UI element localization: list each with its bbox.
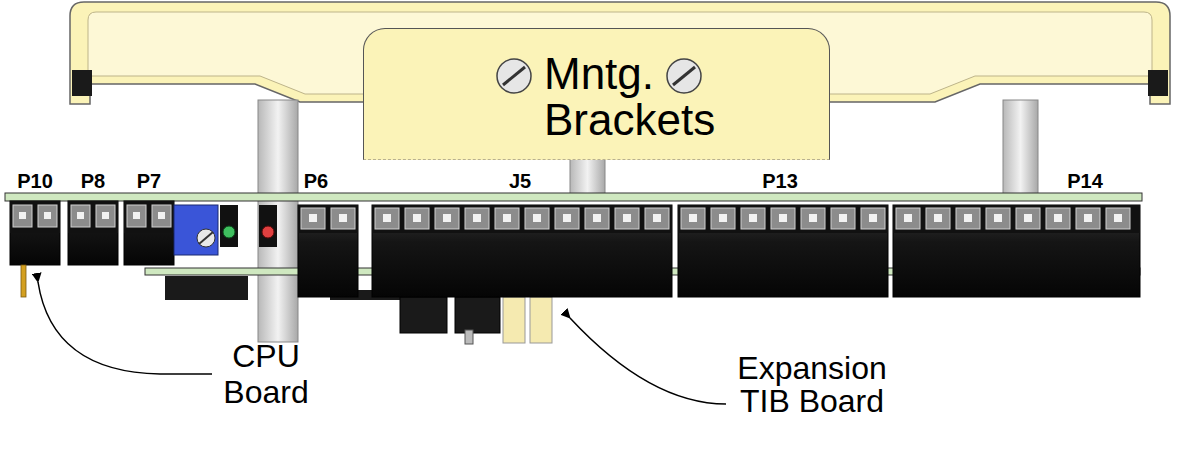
led-housing — [259, 205, 277, 247]
leader-line — [570, 318, 726, 404]
led-housing — [220, 205, 238, 247]
spacer — [503, 297, 525, 343]
connector-name: P6 — [304, 169, 328, 193]
terminal-block — [372, 205, 672, 297]
green-led — [223, 226, 235, 238]
screw-head — [497, 59, 531, 93]
callout-label: Expansion TIB Board — [737, 352, 886, 418]
standoff — [1003, 100, 1038, 195]
terminal-block — [678, 205, 888, 297]
pot-screw — [197, 229, 215, 247]
bracket-clip — [72, 70, 92, 96]
bracket-plate: Mntg. Brackets — [363, 28, 830, 160]
bracket-label: Mntg. Brackets — [544, 51, 715, 143]
terminal-block — [298, 205, 358, 297]
pot-slot — [199, 232, 213, 244]
terminal-block — [68, 201, 118, 265]
terminal-block — [124, 201, 174, 265]
screw-slot — [503, 67, 525, 85]
cpu-board — [5, 193, 1142, 201]
terminal-block — [893, 205, 1140, 297]
standoff — [258, 100, 298, 342]
connector-name: P13 — [762, 169, 798, 193]
potentiometer — [174, 205, 218, 255]
connector-name: P10 — [17, 169, 53, 193]
component — [455, 297, 500, 333]
component — [400, 297, 447, 333]
connector-name: P14 — [1067, 169, 1103, 193]
screw-head — [667, 59, 701, 93]
spacer — [530, 297, 552, 343]
connector-name: P7 — [137, 169, 161, 193]
component — [165, 276, 248, 300]
bracket-clip — [1148, 70, 1168, 96]
pin — [465, 330, 473, 344]
terminal-block — [10, 201, 60, 265]
connector-name: P8 — [81, 169, 105, 193]
callout-label: CPU Board — [223, 338, 308, 410]
connector-name: J5 — [509, 169, 531, 193]
screw-slot — [673, 67, 695, 85]
red-led — [262, 226, 274, 238]
leader-line — [38, 282, 212, 374]
pin — [21, 265, 26, 297]
